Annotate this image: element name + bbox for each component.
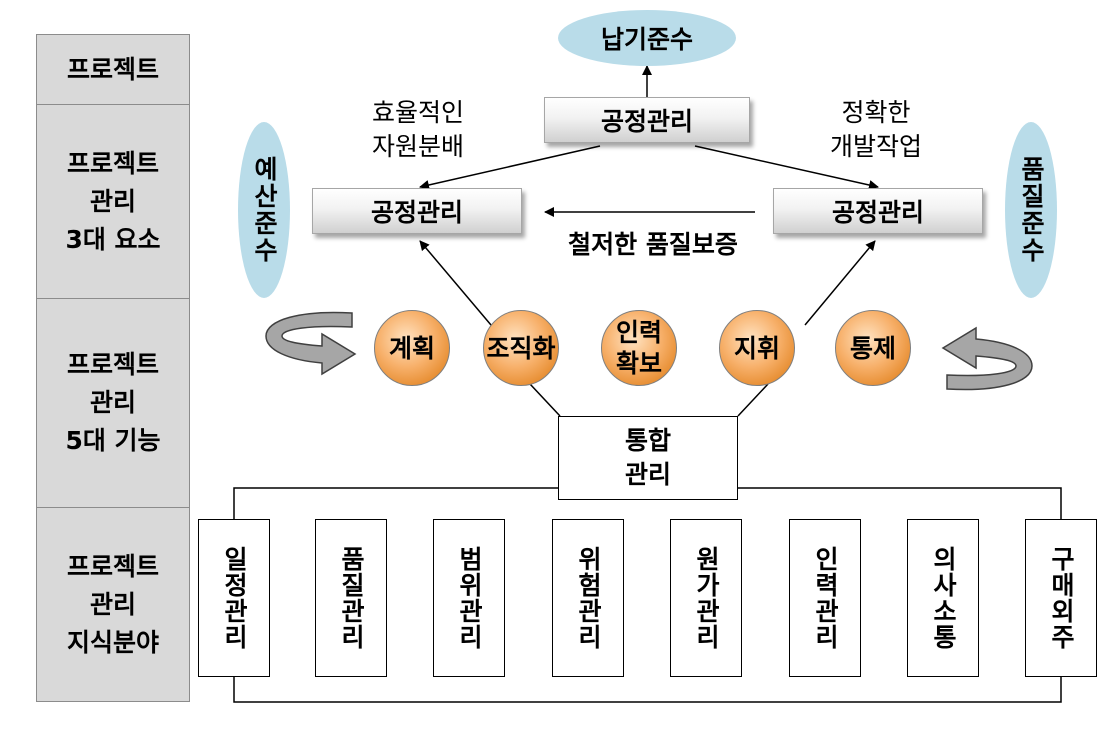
knowledge-staffing: 인력관리 <box>789 519 861 677</box>
bracket-top-left <box>233 487 558 519</box>
function-staffing: 인력 확보 <box>601 310 677 386</box>
knowledge-procurement: 구매외주 <box>1025 519 1097 677</box>
sidebar-item-knowledge-areas: 프로젝트 관리 지식분야 <box>36 507 190 702</box>
cycle-arrow-right-icon <box>941 326 1033 391</box>
process-box-left: 공정관리 <box>312 188 522 234</box>
goal-budget: 예산준수 <box>238 122 290 298</box>
sidebar-item-project: 프로젝트 <box>36 34 190 105</box>
arrow-organize-to-left <box>419 240 492 326</box>
knowledge-quality: 품질관리 <box>315 519 387 677</box>
label-efficient-allocation: 효율적인 자원분배 <box>371 98 464 161</box>
sidebar-item-five-functions: 프로젝트 관리 5대 기능 <box>36 298 190 508</box>
goal-deadline: 납기준수 <box>558 10 736 66</box>
process-box-top: 공정관리 <box>544 97 750 143</box>
function-direct: 지휘 <box>719 310 795 386</box>
knowledge-communication: 의사소통 <box>907 519 979 677</box>
arrow-direct-to-right <box>804 240 876 326</box>
process-box-right: 공정관리 <box>773 188 983 234</box>
function-control: 통제 <box>835 310 911 386</box>
integration-management-box: 통합 관리 <box>558 416 738 500</box>
function-organize: 조직화 <box>483 310 559 386</box>
label-accurate-development: 정확한 개발작업 <box>829 98 922 161</box>
line-direct-to-integration <box>737 383 769 417</box>
label-quality-assurance: 철저한 품질보증 <box>568 230 738 259</box>
knowledge-scope: 범위관리 <box>433 519 505 677</box>
function-plan: 계획 <box>374 310 450 386</box>
arrow-to-right-process <box>694 145 879 190</box>
line-organize-to-integration <box>529 383 561 417</box>
cycle-arrow-left-icon <box>265 311 357 376</box>
bracket-bottom <box>233 677 1062 703</box>
knowledge-risk: 위험관리 <box>552 519 624 677</box>
goal-quality: 품질준수 <box>1005 122 1057 298</box>
knowledge-schedule: 일정관리 <box>198 519 270 677</box>
bracket-top-right <box>738 487 1062 519</box>
arrow-to-left-process <box>419 145 601 190</box>
knowledge-cost: 원가관리 <box>670 519 742 677</box>
